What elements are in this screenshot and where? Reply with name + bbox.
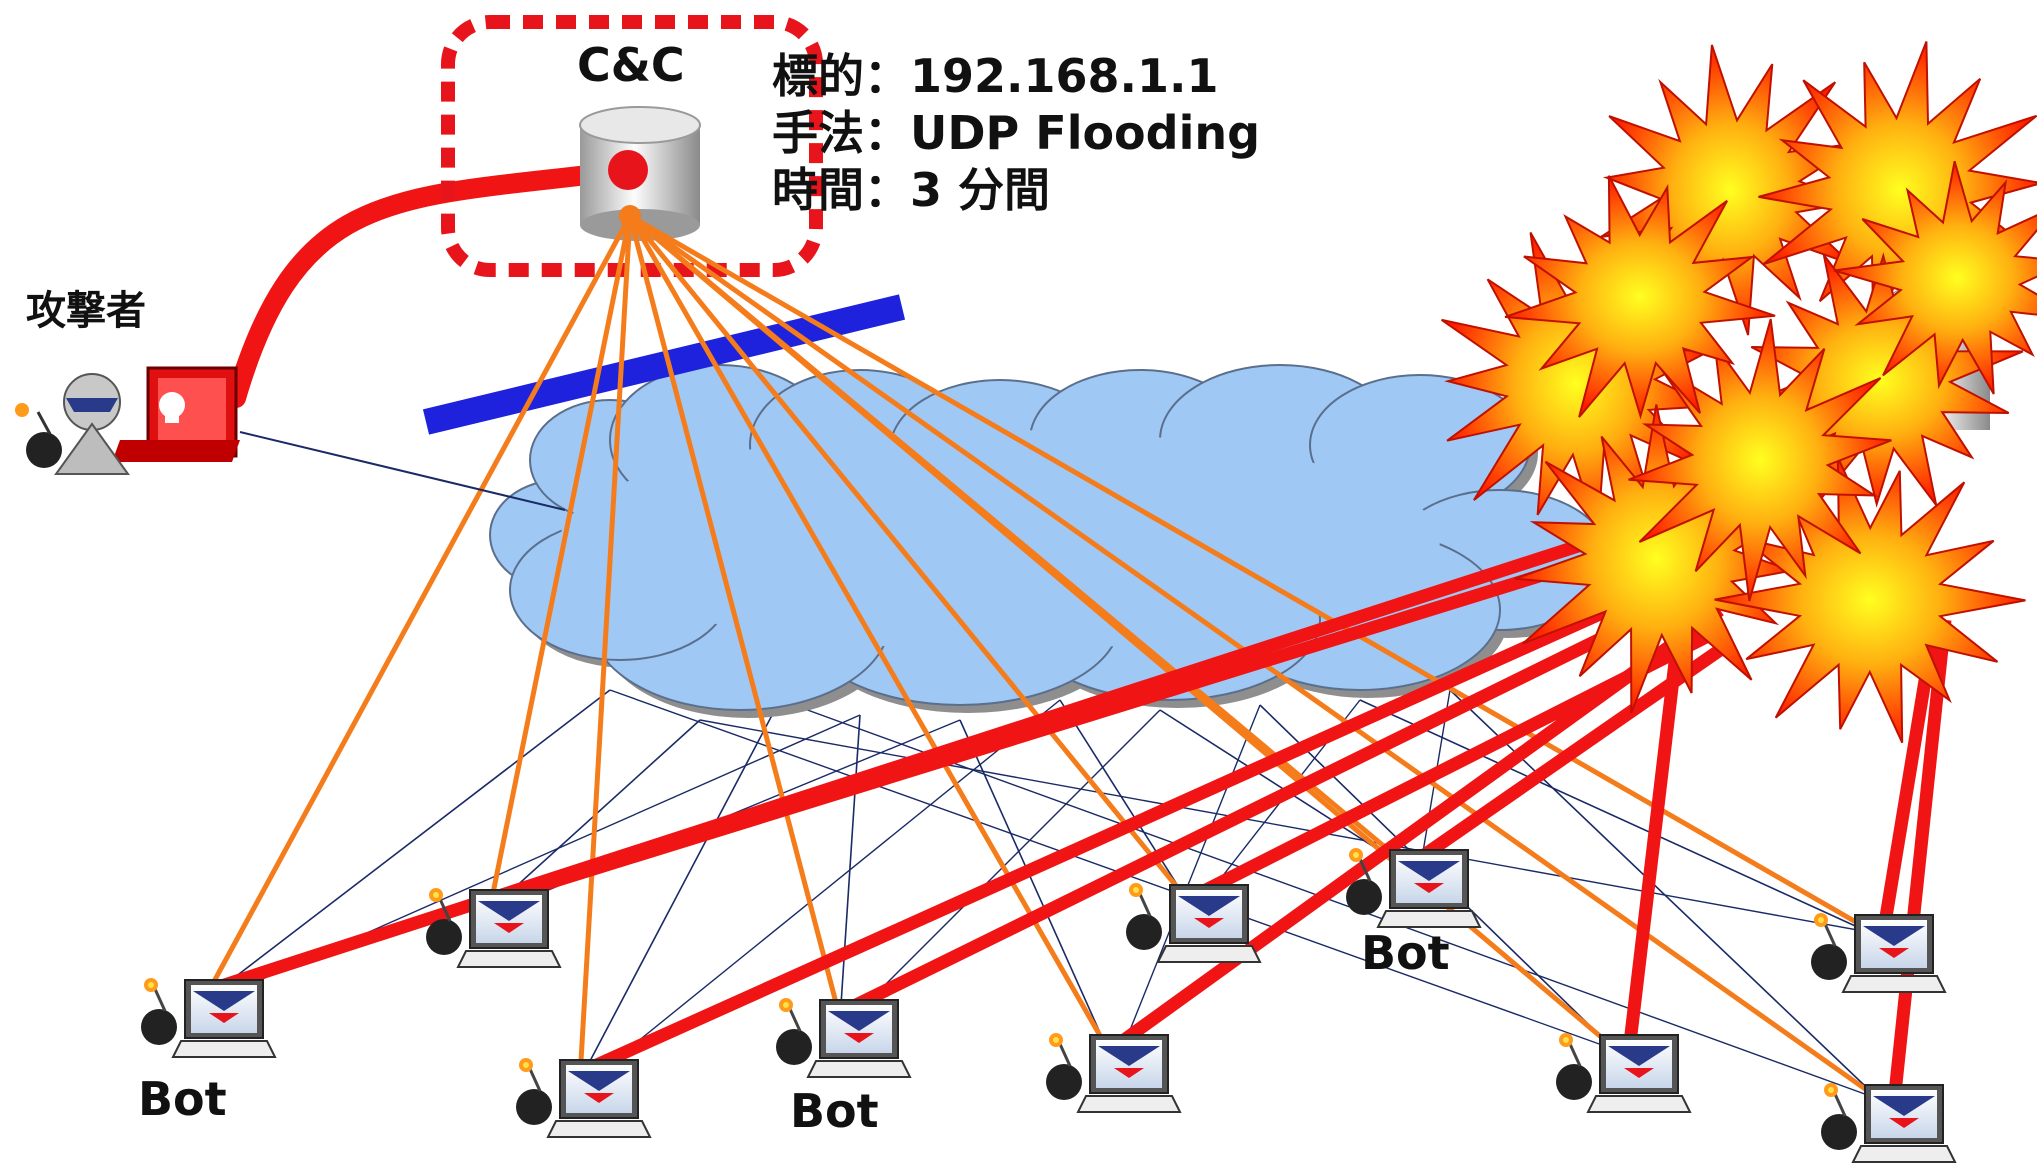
- bot-label: Bot: [790, 1084, 879, 1138]
- bot-computer-icon: [1556, 1033, 1690, 1112]
- network-link: [840, 715, 860, 1020]
- attack-command-text: 標的：192.168.1.1 手法：UDP Flooding 時間：3 分間: [772, 48, 1260, 219]
- cnc-label: C&C: [577, 38, 685, 92]
- command-target-line: 標的：192.168.1.1: [772, 48, 1260, 105]
- bot-label: Bot: [138, 1072, 227, 1126]
- internet-cloud: [490, 365, 1618, 718]
- attacker-figure-icon: [15, 374, 128, 474]
- bot-computer-icon: [776, 998, 910, 1077]
- bot-computer-icon: [141, 978, 275, 1057]
- bot-label: Bot: [1361, 926, 1450, 980]
- bot-computer-icon: [1126, 883, 1260, 962]
- attacker-laptop-icon: [112, 368, 240, 462]
- command-method-line: 手法：UDP Flooding: [772, 105, 1260, 162]
- bot-computer-icon: [1821, 1083, 1955, 1162]
- explosion-group: [1442, 42, 2037, 743]
- command-duration-line: 時間：3 分間: [772, 162, 1260, 219]
- attacker-label: 攻撃者: [26, 278, 146, 336]
- attacker-to-cnc-link: [236, 170, 628, 398]
- bot-computer-icon: [1046, 1033, 1180, 1112]
- bot-computer-icon: [426, 888, 560, 967]
- bot-computer-icon: [516, 1058, 650, 1137]
- bot-group: [141, 848, 1955, 1162]
- attacker-network-link: [240, 432, 565, 510]
